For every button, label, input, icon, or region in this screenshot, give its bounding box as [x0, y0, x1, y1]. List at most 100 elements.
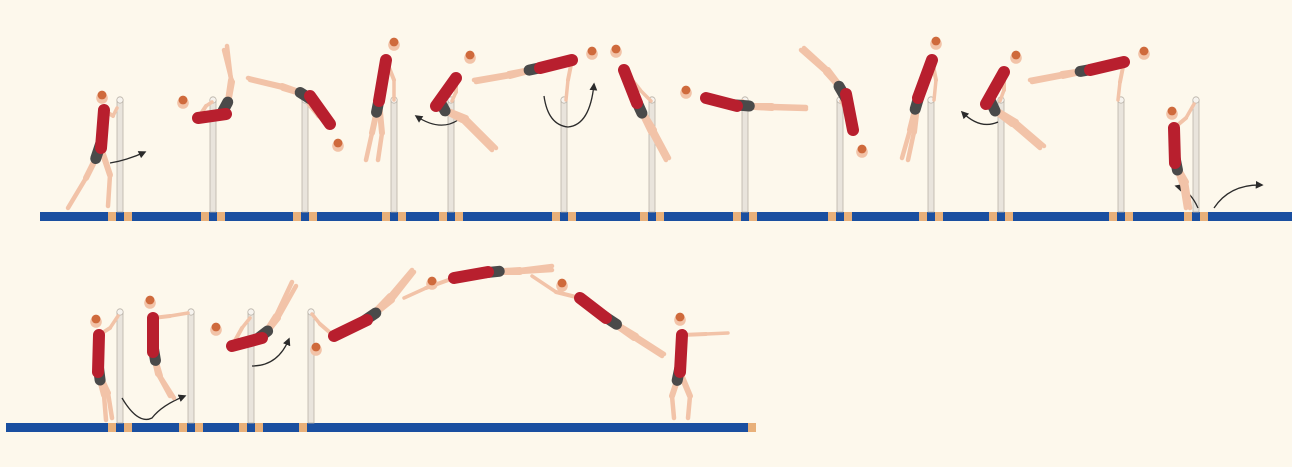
- bar-upright: [117, 100, 123, 212]
- mat-join: [844, 212, 852, 221]
- mat-join: [293, 212, 301, 221]
- hair: [558, 279, 567, 288]
- gymnast-figure-icon: [672, 313, 728, 418]
- mat-join: [299, 423, 307, 432]
- torso-jersey: [232, 338, 262, 346]
- arm-lower: [113, 108, 117, 116]
- arm-lower: [934, 80, 936, 100]
- bar-upright: [837, 100, 843, 212]
- gymnast-figure-icon: [801, 48, 868, 158]
- torso-jersey: [624, 70, 637, 103]
- hair: [334, 139, 343, 148]
- hair: [92, 315, 101, 324]
- leg-shin: [466, 118, 496, 148]
- hair: [390, 38, 399, 47]
- mat-strip: [40, 212, 1292, 221]
- hair: [179, 96, 188, 105]
- arm-lower: [170, 313, 188, 316]
- mat-join: [398, 212, 406, 221]
- mat-join: [935, 212, 943, 221]
- arm-lower: [404, 288, 426, 298]
- torso-jersey: [379, 60, 386, 101]
- floor-mat-row-1: [40, 212, 1292, 221]
- mat-join: [1125, 212, 1133, 221]
- bar-upright: [742, 100, 748, 212]
- gymnast-figure-icon: [177, 46, 232, 118]
- mat-join: [108, 212, 116, 221]
- hair: [858, 145, 867, 154]
- bar-upright: [391, 100, 397, 212]
- torso-jersey: [454, 272, 488, 278]
- leg-shin: [804, 48, 828, 70]
- mat-join: [124, 212, 132, 221]
- bar-top: [248, 309, 254, 315]
- mat-strip: [6, 423, 752, 432]
- hair: [588, 47, 597, 56]
- mat-join: [1184, 212, 1192, 221]
- mat-join: [439, 212, 447, 221]
- hair: [1168, 107, 1177, 116]
- gymnast-figure-icon: [1166, 104, 1194, 208]
- mat-join: [179, 423, 187, 432]
- curved-motion-arrow-icon: [110, 152, 145, 163]
- horizontal-bar-post-icon: [391, 97, 397, 212]
- horizontal-bar-post-icon: [117, 309, 123, 423]
- arm-lower: [452, 92, 456, 101]
- hair: [146, 296, 155, 305]
- bar-upright: [308, 312, 314, 423]
- torso-jersey: [98, 335, 99, 372]
- bar-upright: [649, 100, 655, 212]
- arm-lower: [532, 276, 556, 292]
- hair: [932, 37, 941, 46]
- mat-join: [309, 212, 317, 221]
- torso-jersey: [334, 320, 367, 336]
- leg-shin: [672, 396, 674, 418]
- mat-join: [124, 423, 132, 432]
- hair: [212, 323, 221, 332]
- bar-top: [1193, 97, 1199, 103]
- bar-top: [117, 309, 123, 315]
- arm-lower: [566, 80, 568, 100]
- torso-jersey: [310, 96, 330, 124]
- torso-jersey: [706, 98, 737, 106]
- leg-shin: [772, 108, 806, 109]
- hair: [466, 51, 475, 60]
- horizontal-bar-post-icon: [302, 97, 308, 212]
- hair: [1012, 51, 1021, 60]
- hair: [428, 277, 437, 286]
- gymnast-figure-icon: [986, 51, 1044, 148]
- bar-upright: [928, 100, 934, 212]
- leg-shin: [104, 395, 106, 420]
- mat-join: [733, 212, 741, 221]
- gymnast-figure-icon: [532, 276, 664, 356]
- bar-upright: [248, 312, 254, 423]
- gymnast-figure-icon: [474, 47, 598, 100]
- arm-lower: [1118, 82, 1120, 100]
- horizontal-bar-post-icon: [1193, 97, 1199, 212]
- torso-jersey: [101, 110, 104, 148]
- mat-join: [1005, 212, 1013, 221]
- torso-jersey: [540, 60, 572, 68]
- torso-jersey: [918, 60, 932, 98]
- hair: [1140, 47, 1149, 56]
- gymnast-figure-icon: [310, 270, 414, 356]
- hair: [98, 91, 107, 100]
- gymnast-figure-icon: [1030, 47, 1150, 100]
- torso-jersey: [1090, 62, 1124, 70]
- leg-shin: [108, 175, 110, 206]
- leg-shin: [462, 120, 492, 150]
- mat-join: [1200, 212, 1208, 221]
- arm-lower: [706, 333, 728, 334]
- horizontal-bar-post-icon: [561, 97, 567, 212]
- bar-upright: [561, 100, 567, 212]
- mat-join: [201, 212, 209, 221]
- leg-shin: [636, 336, 664, 354]
- torso-jersey: [580, 298, 606, 318]
- curved-motion-arrow-icon: [1214, 185, 1262, 208]
- horizontal-bar-post-icon: [649, 97, 655, 212]
- leg-shin: [688, 396, 690, 418]
- bar-upright: [1193, 100, 1199, 212]
- gymnast-figure-icon: [610, 45, 669, 160]
- leg-shin: [108, 393, 112, 418]
